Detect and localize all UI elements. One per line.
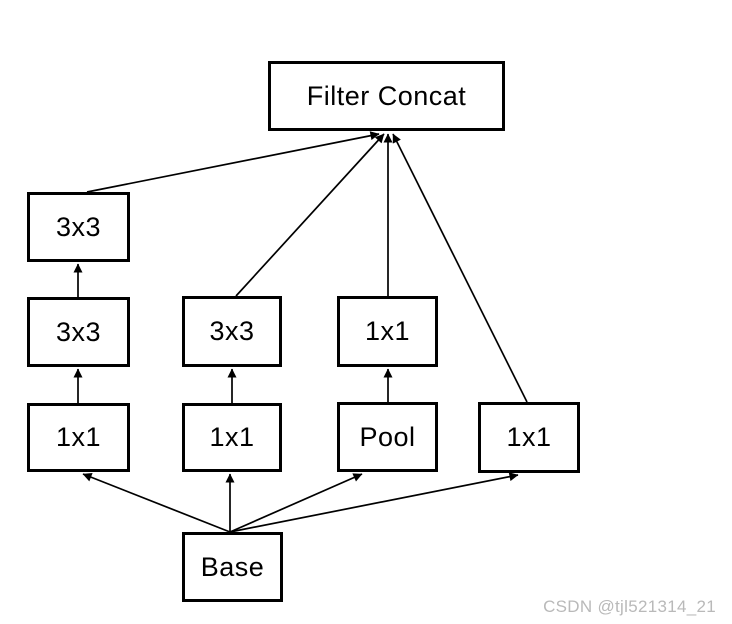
node-base-label: Base — [200, 551, 265, 582]
node-conv1x1-mid-label: 1x1 — [209, 422, 255, 452]
node-base: Base — [182, 532, 283, 602]
node-conv3x3-top: 3x3 — [27, 192, 130, 262]
node-conv1x1-right-label: 1x1 — [506, 422, 552, 452]
node-conv1x1-left: 1x1 — [27, 403, 130, 472]
node-pool: Pool — [337, 402, 438, 472]
node-conv1x1-mid: 1x1 — [182, 403, 282, 472]
node-filter-concat-label: Filter Concat — [306, 80, 467, 111]
node-conv1x1-pool-label: 1x1 — [364, 316, 411, 346]
node-pool-label: Pool — [359, 421, 416, 452]
node-conv1x1-right: 1x1 — [478, 402, 580, 473]
node-conv3x3-left: 3x3 — [27, 297, 130, 367]
node-conv3x3-mid: 3x3 — [182, 296, 282, 367]
node-conv1x1-left-label: 1x1 — [55, 422, 102, 452]
watermark-text: CSDN @tjl521314_21 — [543, 597, 716, 616]
node-conv1x1-pool: 1x1 — [337, 296, 438, 367]
node-conv3x3-left-label: 3x3 — [55, 316, 102, 347]
node-filter-concat: Filter Concat — [268, 61, 505, 131]
node-conv3x3-top-label: 3x3 — [55, 211, 102, 242]
node-conv3x3-mid-label: 3x3 — [209, 316, 255, 346]
